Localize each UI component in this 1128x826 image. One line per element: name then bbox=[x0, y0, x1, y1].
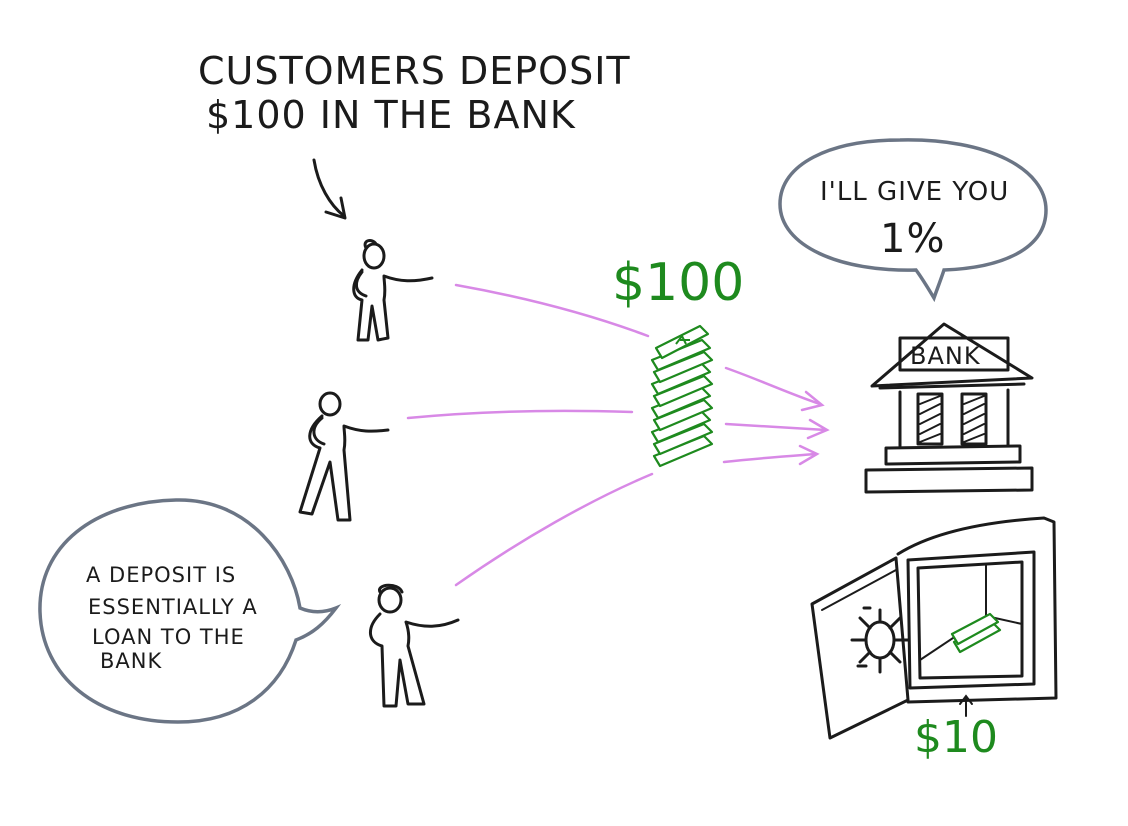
bank-building: BANK bbox=[864, 322, 1034, 494]
bank-walls bbox=[898, 388, 1010, 448]
customer-3-body bbox=[369, 612, 460, 708]
bank-column-2 bbox=[960, 392, 988, 446]
cash-stack-amount: $100 bbox=[612, 253, 744, 313]
deposit-bubble-line-4: BANK bbox=[100, 649, 162, 673]
flow-lines bbox=[406, 283, 654, 587]
heading-line-2: $100 IN THE BANK bbox=[206, 93, 576, 137]
bank-sign-text: BANK bbox=[910, 342, 981, 370]
bank-arrow-1-head bbox=[800, 390, 825, 412]
bill-top-mark bbox=[675, 334, 690, 345]
bank-roof-base bbox=[878, 382, 1026, 390]
bank-bubble-shape bbox=[778, 138, 1048, 303]
bank-bubble-line-2: 1% bbox=[880, 216, 945, 262]
vault-frame bbox=[906, 550, 1036, 690]
flow-line-1 bbox=[454, 283, 650, 338]
vault-interior bbox=[916, 560, 1024, 680]
flow-line-3 bbox=[454, 472, 654, 587]
bank-column-1 bbox=[916, 392, 944, 446]
heading: CUSTOMERS DEPOSIT $100 IN THE BANK bbox=[198, 49, 631, 137]
deposit-bubble-line-2: ESSENTIALLY A bbox=[88, 595, 258, 619]
deposit-speech-bubble: A DEPOSIT IS ESSENTIALLY A LOAN TO THE B… bbox=[38, 498, 342, 724]
flow-line-2 bbox=[406, 409, 634, 420]
customer-figure-2 bbox=[298, 391, 390, 522]
customer-1-body bbox=[352, 268, 434, 342]
bill-10 bbox=[654, 324, 710, 360]
bank-column-1-hatch bbox=[919, 395, 941, 443]
vault-dial-spokes bbox=[850, 608, 910, 674]
bank-roof bbox=[870, 322, 1034, 388]
bank-arrows bbox=[722, 366, 830, 466]
heading-arrow bbox=[312, 158, 346, 218]
customer-3-head bbox=[377, 586, 403, 614]
customer-2-body bbox=[298, 414, 390, 522]
customer-2-arm bbox=[312, 416, 326, 446]
bank-speech-bubble: I'LL GIVE YOU 1% bbox=[778, 138, 1048, 303]
heading-line-1: CUSTOMERS DEPOSIT bbox=[198, 49, 631, 93]
bank-sign-board bbox=[898, 336, 1010, 372]
customer-1-hair bbox=[363, 239, 378, 250]
bank-arrow-3 bbox=[722, 452, 818, 464]
bank-step-2 bbox=[864, 466, 1034, 494]
customer-1-head bbox=[362, 242, 386, 270]
deposit-bubble-line-1: A DEPOSIT IS bbox=[86, 563, 236, 587]
customer-figure-3 bbox=[369, 583, 460, 708]
vault-bill-2 bbox=[950, 612, 1000, 646]
heading-arrow-head bbox=[324, 196, 347, 220]
bank-arrow-3-head bbox=[798, 444, 820, 466]
deposit-bubble-shape bbox=[38, 498, 342, 724]
customer-2-head bbox=[318, 391, 342, 417]
cash-stack: $100 bbox=[612, 253, 744, 468]
vault-reserve-arrow bbox=[959, 694, 973, 717]
vault-body-outline bbox=[896, 516, 1058, 704]
vault-door bbox=[810, 556, 910, 740]
bank-arrow-1 bbox=[724, 366, 822, 406]
customer-3-hair bbox=[378, 583, 404, 594]
vault-door-edge bbox=[821, 569, 897, 611]
bank-column-2-hatch bbox=[963, 395, 985, 443]
vault-dial-handles bbox=[856, 606, 872, 668]
bank-arrow-2-head bbox=[806, 418, 830, 440]
vault-safe: $10 bbox=[810, 516, 1058, 763]
bank-step-1 bbox=[884, 444, 1022, 466]
customer-1-arm bbox=[355, 270, 368, 298]
bank-bubble-line-1: I'LL GIVE YOU bbox=[820, 177, 1009, 207]
bank-arrow-2 bbox=[724, 422, 828, 432]
customer-figure-1 bbox=[352, 239, 434, 342]
vault-reserve-amount: $10 bbox=[914, 712, 998, 763]
deposit-bubble-line-3: LOAN TO THE bbox=[92, 625, 245, 649]
